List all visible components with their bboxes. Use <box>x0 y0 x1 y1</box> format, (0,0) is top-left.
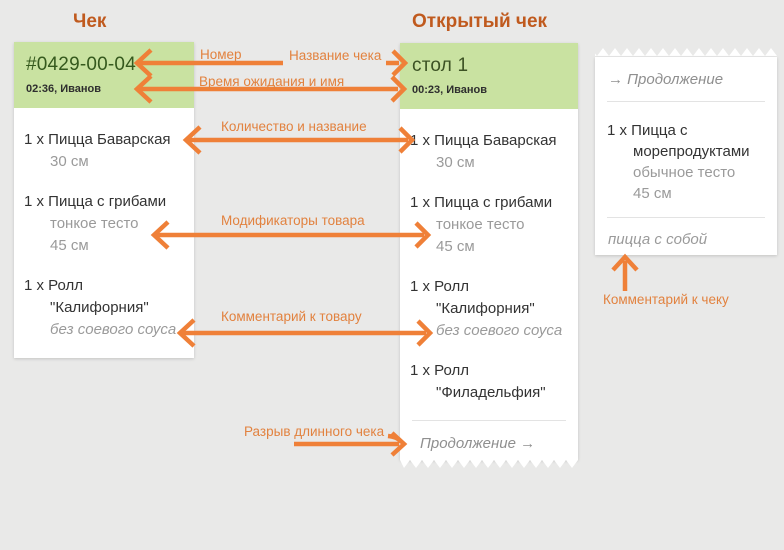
annotation-receipt-comment: Комментарий к чеку <box>603 292 729 307</box>
item-name: 1 х Пицца с грибами <box>410 194 553 211</box>
receipt-item: 1 х Пицца с грибами тонкое тесто 45 см <box>410 192 568 258</box>
open-receipt-card: стол 1 00:23, Иванов 1 х Пицца Баварская… <box>400 43 578 460</box>
receipt-wait-time-and-name: 00:23, Иванов <box>412 84 488 96</box>
torn-edge-top <box>595 48 777 57</box>
item-modifier: 45 см <box>436 238 475 255</box>
receipt-number: #0429-00-04 <box>26 54 136 75</box>
item-modifier: 30 см <box>436 154 475 171</box>
item-name: 1 х Ролл <box>410 362 470 379</box>
annotation-qty-and-name: Количество и название <box>221 119 367 134</box>
annotation-item-comment: Комментарий к товару <box>221 309 362 324</box>
continuation-link: → Продолжение <box>608 71 724 88</box>
item-name: 1 х Пицца Баварская <box>24 131 171 148</box>
item-comment: без соевого соуса <box>50 321 177 338</box>
receipt-item: 1 х Пицца с морепродуктами обычное тесто… <box>607 120 765 204</box>
closed-receipt-card: #0429-00-04 02:36, Иванов 1 х Пицца Бава… <box>14 42 194 358</box>
item-modifier: обычное тесто <box>633 164 736 181</box>
item-name-2: "Филадельфия" <box>436 384 546 401</box>
receipt-item: 1 х Ролл "Калифорния" без соевого соуса <box>410 276 568 342</box>
item-modifier: тонкое тесто <box>50 215 139 232</box>
item-comment: без соевого соуса <box>436 322 563 339</box>
receipt-items: 1 х Пицца с морепродуктами обычное тесто… <box>595 102 777 204</box>
receipt-comment: пицца с собой <box>608 231 708 248</box>
receipt-divider <box>412 420 566 421</box>
receipt-header: #0429-00-04 02:36, Иванов <box>14 42 194 108</box>
receipt-wait-time-and-name: 02:36, Иванов <box>26 83 102 95</box>
receipt-item: 1 х Ролл "Калифорния" без соевого соуса <box>24 275 184 341</box>
item-name: 1 х Ролл <box>410 278 470 295</box>
item-modifier: 45 см <box>633 185 672 202</box>
item-name-2: "Калифорния" <box>50 299 149 316</box>
continuation-link: Продолжение → <box>420 435 536 452</box>
receipt-item: 1 х Пицца с грибами тонкое тесто 45 см <box>24 191 184 257</box>
receipt-item: 1 х Ролл "Филадельфия" <box>410 360 568 404</box>
receipt-items: 1 х Пицца Баварская 30 см 1 х Пицца с гр… <box>14 108 194 341</box>
receipt-name: стол 1 <box>412 55 469 76</box>
arrow-receipt-comment <box>611 253 639 291</box>
annotation-long-receipt-break: Разрыв длинного чека <box>244 424 385 439</box>
receipt-items: 1 х Пицца Баварская 30 см 1 х Пицца с гр… <box>400 109 578 404</box>
item-name: 1 х Пицца с грибами <box>24 193 167 210</box>
item-name: 1 х Ролл <box>24 277 84 294</box>
receipt-divider <box>607 101 765 102</box>
annotation-receipt-name: Название чека <box>289 48 382 63</box>
item-modifier: тонкое тесто <box>436 216 525 233</box>
receipt-header: стол 1 00:23, Иванов <box>400 43 578 109</box>
item-modifier: 45 см <box>50 237 89 254</box>
item-name-2: "Калифорния" <box>436 300 535 317</box>
annotation-number: Номер <box>200 47 242 62</box>
receipt-divider <box>607 217 765 218</box>
receipt-item: 1 х Пицца Баварская 30 см <box>24 129 184 173</box>
torn-edge-bottom <box>400 460 578 469</box>
item-name-2: морепродуктами <box>633 143 750 160</box>
item-name: 1 х Пицца с <box>607 122 688 139</box>
continuation-receipt-card: → Продолжение 1 х Пицца с морепродуктами… <box>595 57 777 255</box>
annotation-wait-time-and-name: Время ожидания и имя <box>199 74 345 89</box>
receipt-item: 1 х Пицца Баварская 30 см <box>410 130 568 174</box>
item-modifier: 30 см <box>50 153 89 170</box>
open-receipt-title: Открытый чек <box>412 11 548 32</box>
closed-receipt-title: Чек <box>73 11 107 32</box>
item-name: 1 х Пицца Баварская <box>410 132 557 149</box>
annotation-item-modifiers: Модификаторы товара <box>221 213 365 228</box>
